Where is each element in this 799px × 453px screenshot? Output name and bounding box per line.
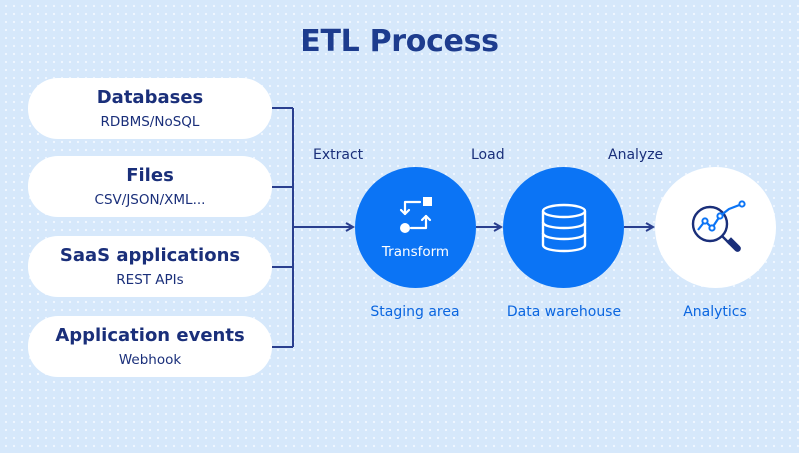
step-load-label: Load <box>471 147 505 163</box>
source-desc: RDBMS/NoSQL <box>100 114 200 130</box>
step-extract-label: Extract <box>313 147 364 163</box>
source-files: Files CSV/JSON/XML... <box>28 156 272 217</box>
page-title: ETL Process <box>300 24 499 59</box>
transform-label: Transform <box>381 243 450 260</box>
source-desc: REST APIs <box>116 272 184 288</box>
source-databases: Databases RDBMS/NoSQL <box>28 78 272 139</box>
source-name: Databases <box>96 87 204 108</box>
workflow-icon <box>399 196 432 233</box>
data-warehouse-node <box>503 167 624 288</box>
analytics-caption: Analytics <box>683 304 747 320</box>
source-application-events: Application events Webhook <box>28 316 272 377</box>
data-warehouse-caption: Data warehouse <box>506 304 622 320</box>
step-analyze-label: Analyze <box>608 147 664 163</box>
source-desc: CSV/JSON/XML... <box>94 192 206 208</box>
database-icon <box>541 203 586 252</box>
source-saas-applications: SaaS applications REST APIs <box>28 236 272 297</box>
source-name: Files <box>126 165 174 186</box>
source-name: Application events <box>55 325 245 346</box>
analytics-node <box>655 167 776 288</box>
staging-area-caption: Staging area <box>370 304 460 320</box>
source-desc: Webhook <box>118 352 182 368</box>
source-name: SaaS applications <box>59 245 241 266</box>
magnifier-chart-icon <box>691 199 746 252</box>
transform-node: Transform <box>355 167 476 288</box>
